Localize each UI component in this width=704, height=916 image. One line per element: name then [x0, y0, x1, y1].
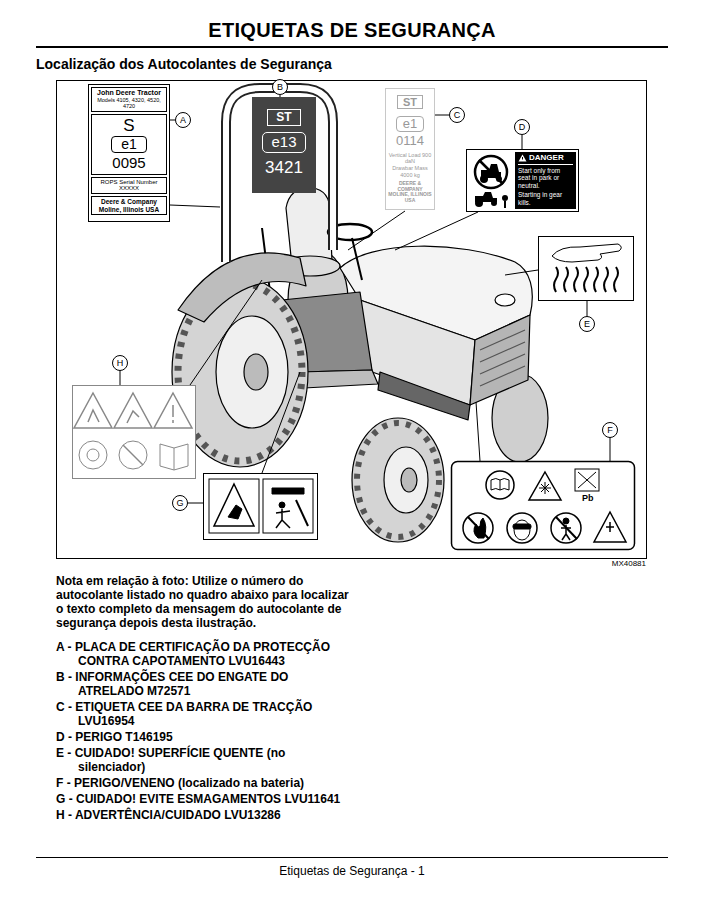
danger-message: Start only from seat in park or neutral. [518, 167, 573, 189]
callout-circle: C [449, 107, 465, 123]
tractor [172, 88, 548, 542]
approval-mark: e1 [111, 136, 147, 153]
maker-panel: Deere & Company Moline, Illinois USA [91, 196, 167, 215]
mass-rating: Drawbar Mass 4000 kg [388, 165, 432, 178]
danger-message: Starting in gear kills. [518, 191, 573, 206]
callout-letter: D [519, 123, 526, 132]
signal-word: DANGER [529, 154, 564, 163]
decal-list-item: F - PERIGO/VENENO (localizado na bateria… [56, 776, 356, 790]
decal-plate: ST e1 0114Vertical Load 900 daNDrawbar Mas… [385, 88, 435, 210]
load-rows: Vertical Load 900 daNDrawbar Mass 4000 k… [388, 152, 432, 178]
st-row: ST [388, 92, 432, 110]
decal-plate: John Deere TractorModels 4105, 4320, 452… [88, 84, 170, 222]
page-title: ETIQUETAS DE SEGURANÇA [0, 18, 704, 42]
decal-list-item: G - CUIDADO! EVITE ESMAGAMENTOS LVU11641 [56, 792, 356, 806]
approval-number: 0095 [94, 155, 164, 172]
callout-circle: G [172, 495, 188, 511]
callout-letter: A [180, 116, 186, 125]
warning-decal [73, 386, 196, 479]
crush-decal [204, 474, 318, 540]
decal-plate: ST e13 3421 [252, 97, 316, 193]
callout-letter: E [584, 320, 590, 329]
manufacturer: DEERE & COMPANY MOLINE, ILLINOIS USA [388, 181, 432, 204]
callout-circle: B [272, 79, 288, 95]
maker-row: DEERE & COMPANY MOLINE, ILLINOIS USA [388, 181, 432, 204]
serial-number: ROPS Serial Number XXXXX [94, 179, 164, 193]
notes-column: Nota em relação à foto: Utilize o número… [56, 574, 356, 824]
callout-circle: E [579, 316, 595, 332]
footer-text: Etiquetas de Segurança - 1 [0, 865, 704, 879]
photo-note: Nota em relação à foto: Utilize o número… [56, 574, 356, 630]
figure-code: MX40881 [612, 560, 646, 568]
callout-circle: D [514, 119, 530, 135]
warning-triangle [518, 154, 527, 162]
title-rule [36, 46, 668, 48]
section-heading: Localização dos Autocolantes de Seguranç… [36, 56, 332, 72]
serial-panel: ROPS Serial Number XXXXX [91, 177, 167, 195]
danger-header: DANGER [518, 154, 573, 165]
callout-circle: H [112, 355, 128, 371]
test-code: ST [397, 95, 423, 109]
callout-leader [522, 135, 523, 149]
st-row: ST [256, 107, 312, 126]
figure-frame [57, 81, 647, 559]
mark-row: e13 [256, 132, 312, 153]
callout-letter: H [117, 359, 124, 368]
decal-list-item: B - INFORMAÇÕES CEE DO ENGATE DO ATRELAD… [56, 670, 356, 698]
decal-list-item: H - ADVERTÊNCIA/CUIDADO LVU13286 [56, 808, 356, 822]
decal-list-item: A - PLACA DE CERTIFICAÇÃO DA PROTECÇÃO C… [56, 640, 356, 668]
approval-number: 3421 [256, 159, 312, 178]
callout-letter: C [454, 111, 461, 120]
callout-circle: A [175, 112, 191, 128]
manufacturer: Deere & Company Moline, Illinois USA [94, 198, 164, 213]
battery-decal [452, 462, 635, 550]
mark-row: e1 [388, 114, 432, 132]
decal-text: Pb [582, 494, 594, 503]
model-panel: John Deere TractorModels 4105, 4320, 452… [91, 87, 167, 112]
tractor-name: John Deere Tractor [94, 89, 164, 97]
cert-panel: Se1 0095 [91, 114, 167, 175]
decal-list-item: C - ETIQUETA CEE DA BARRA DE TRACÇÃO LVU… [56, 700, 356, 728]
callout-circle: F [602, 422, 618, 438]
decal-plate: DANGER Start only from seat in park or ne… [466, 149, 579, 212]
load-rating: Vertical Load 900 daN [388, 152, 432, 165]
approval-mark: e1 [396, 116, 424, 132]
test-code: ST [267, 109, 300, 126]
model-list: Models 4105, 4320, 4520, 4720 [94, 97, 164, 110]
footer-rule [36, 857, 668, 858]
callout-letter: F [607, 426, 613, 435]
number-row: 3421 [256, 159, 312, 178]
hot-surface-decal [539, 237, 634, 301]
no-start-pictogram [469, 152, 513, 209]
callout-leader [435, 115, 449, 116]
decal-list-item: E - CUIDADO! SUPERFÍCIE QUENTE (no silen… [56, 746, 356, 774]
test-code: S [94, 117, 164, 134]
callout-letter: B [277, 83, 283, 92]
approval-number: 0114 [388, 134, 432, 148]
callout-letter: G [176, 499, 183, 508]
danger-panel: DANGER Start only from seat in park or ne… [515, 152, 576, 209]
decal-list-item: D - PERIGO T146195 [56, 730, 356, 744]
number-row: 0114 [388, 134, 432, 148]
approval-mark: e13 [262, 132, 305, 153]
